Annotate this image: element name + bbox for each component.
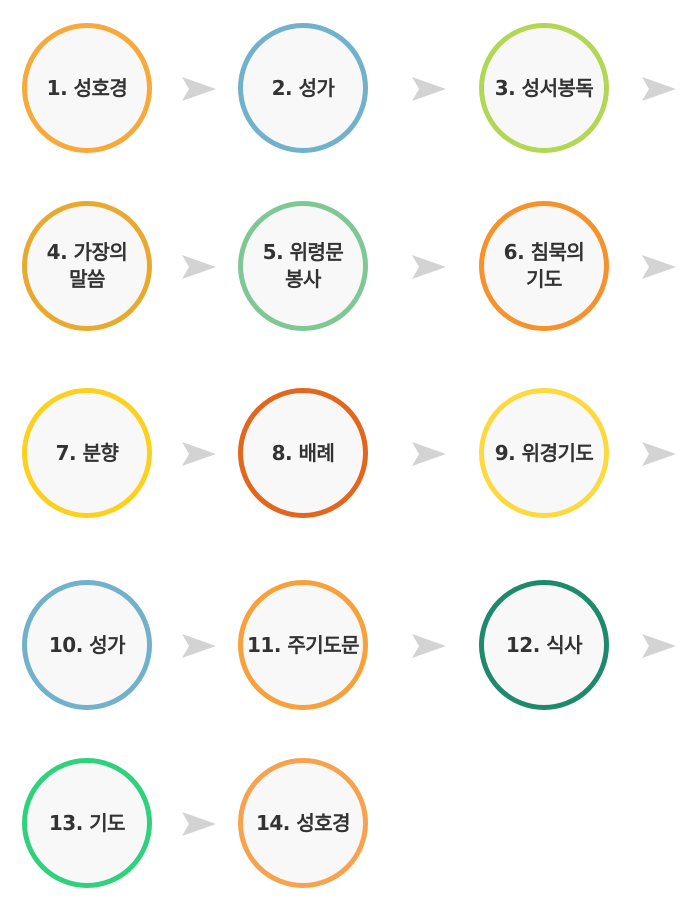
step-label: 8. 배례 bbox=[271, 440, 335, 465]
step-13: 13. 기도 bbox=[22, 758, 152, 888]
step-label: 11. 주기도문 bbox=[247, 632, 360, 657]
step-label: 6. 침묵의 기도 bbox=[503, 240, 585, 291]
step-12: 12. 식사 bbox=[479, 580, 609, 710]
step-label: 10. 성가 bbox=[48, 632, 126, 657]
step-6: 6. 침묵의 기도 bbox=[479, 201, 609, 331]
step-label: 3. 성서봉독 bbox=[494, 75, 594, 100]
arrow-right-icon bbox=[642, 442, 676, 466]
step-2: 2. 성가 bbox=[238, 23, 368, 153]
step-label: 1. 성호경 bbox=[46, 75, 128, 100]
step-3: 3. 성서봉독 bbox=[479, 23, 609, 153]
step-label: 2. 성가 bbox=[271, 75, 335, 100]
step-label: 4. 가장의 말씀 bbox=[46, 240, 128, 291]
arrow-right-icon bbox=[642, 255, 676, 279]
step-11: 11. 주기도문 bbox=[238, 580, 368, 710]
arrow-right-icon bbox=[182, 255, 216, 279]
step-1: 1. 성호경 bbox=[22, 23, 152, 153]
arrow-right-icon bbox=[642, 634, 676, 658]
step-label: 7. 분향 bbox=[55, 440, 119, 465]
step-7: 7. 분향 bbox=[22, 388, 152, 518]
step-label: 13. 기도 bbox=[48, 810, 126, 835]
step-4: 4. 가장의 말씀 bbox=[22, 201, 152, 331]
arrow-right-icon bbox=[412, 77, 446, 101]
arrow-right-icon bbox=[642, 77, 676, 101]
arrow-right-icon bbox=[182, 812, 216, 836]
step-label: 5. 위령문 봉사 bbox=[262, 240, 344, 291]
step-label: 14. 성호경 bbox=[255, 810, 351, 835]
step-label: 12. 식사 bbox=[505, 632, 583, 657]
step-label: 9. 위경기도 bbox=[494, 440, 594, 465]
arrow-right-icon bbox=[412, 442, 446, 466]
arrow-right-icon bbox=[182, 77, 216, 101]
step-10: 10. 성가 bbox=[22, 580, 152, 710]
arrow-right-icon bbox=[182, 442, 216, 466]
step-5: 5. 위령문 봉사 bbox=[238, 201, 368, 331]
step-8: 8. 배례 bbox=[238, 388, 368, 518]
step-14: 14. 성호경 bbox=[238, 758, 368, 888]
step-9: 9. 위경기도 bbox=[479, 388, 609, 518]
arrow-right-icon bbox=[412, 634, 446, 658]
arrow-right-icon bbox=[412, 255, 446, 279]
arrow-right-icon bbox=[182, 634, 216, 658]
